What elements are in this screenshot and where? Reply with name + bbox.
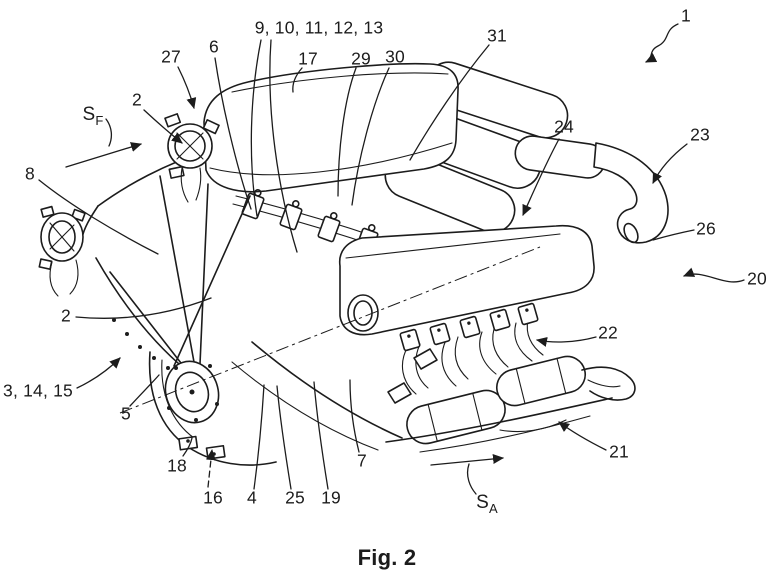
ref-label-9-13: 9, 10, 11, 12, 13 xyxy=(254,17,384,38)
ref-label-24: 24 xyxy=(554,116,574,137)
ref-label-4: 4 xyxy=(247,487,257,508)
ref-label-5: 5 xyxy=(121,403,131,424)
ref-label-16: 16 xyxy=(203,487,223,508)
ref-label-19: 19 xyxy=(321,487,341,508)
ref-label-6: 6 xyxy=(209,36,219,57)
figure-caption: Fig. 2 xyxy=(357,545,417,570)
ref-label-27: 27 xyxy=(161,46,181,67)
flow-label-fresh-gas: SF xyxy=(82,105,103,127)
right-valve-cover xyxy=(338,224,595,352)
ref-label-20: 20 xyxy=(747,268,767,289)
ref-label-3-14-15: 3, 14, 15 xyxy=(3,380,73,401)
intake-plenum xyxy=(203,62,459,193)
ref-label-8: 8 xyxy=(25,163,35,184)
exhaust-silencers-upper xyxy=(382,61,669,244)
flow-label-exhaust-gas: SA xyxy=(476,493,498,515)
flow-symbol: S xyxy=(82,104,96,125)
ref-label-22: 22 xyxy=(598,322,618,343)
ref-label-31: 31 xyxy=(487,25,507,46)
ref-label-29: 29 xyxy=(351,48,371,69)
ref-label-25: 25 xyxy=(285,487,305,508)
ref-label-30: 30 xyxy=(385,46,405,67)
left-throttle-body xyxy=(38,205,86,297)
ref-label-2-mid: 2 xyxy=(61,305,71,326)
ref-label-18: 18 xyxy=(167,455,187,476)
ref-label-21: 21 xyxy=(609,441,629,462)
ref-label-7: 7 xyxy=(357,450,367,471)
ref-label-17: 17 xyxy=(298,48,318,69)
flow-subscript: A xyxy=(489,501,498,516)
exhaust-manifold-lower xyxy=(385,319,636,453)
ref-label-23: 23 xyxy=(690,124,710,145)
ref-label-1: 1 xyxy=(681,5,691,26)
flow-symbol: S xyxy=(476,492,489,513)
flow-subscript: F xyxy=(95,113,104,128)
leader-lines xyxy=(38,23,745,495)
crankshaft-axis-line xyxy=(119,246,541,414)
ref-label-2-top: 2 xyxy=(132,89,142,110)
ref-label-26: 26 xyxy=(696,218,716,239)
crank-pulley-front xyxy=(148,341,403,466)
